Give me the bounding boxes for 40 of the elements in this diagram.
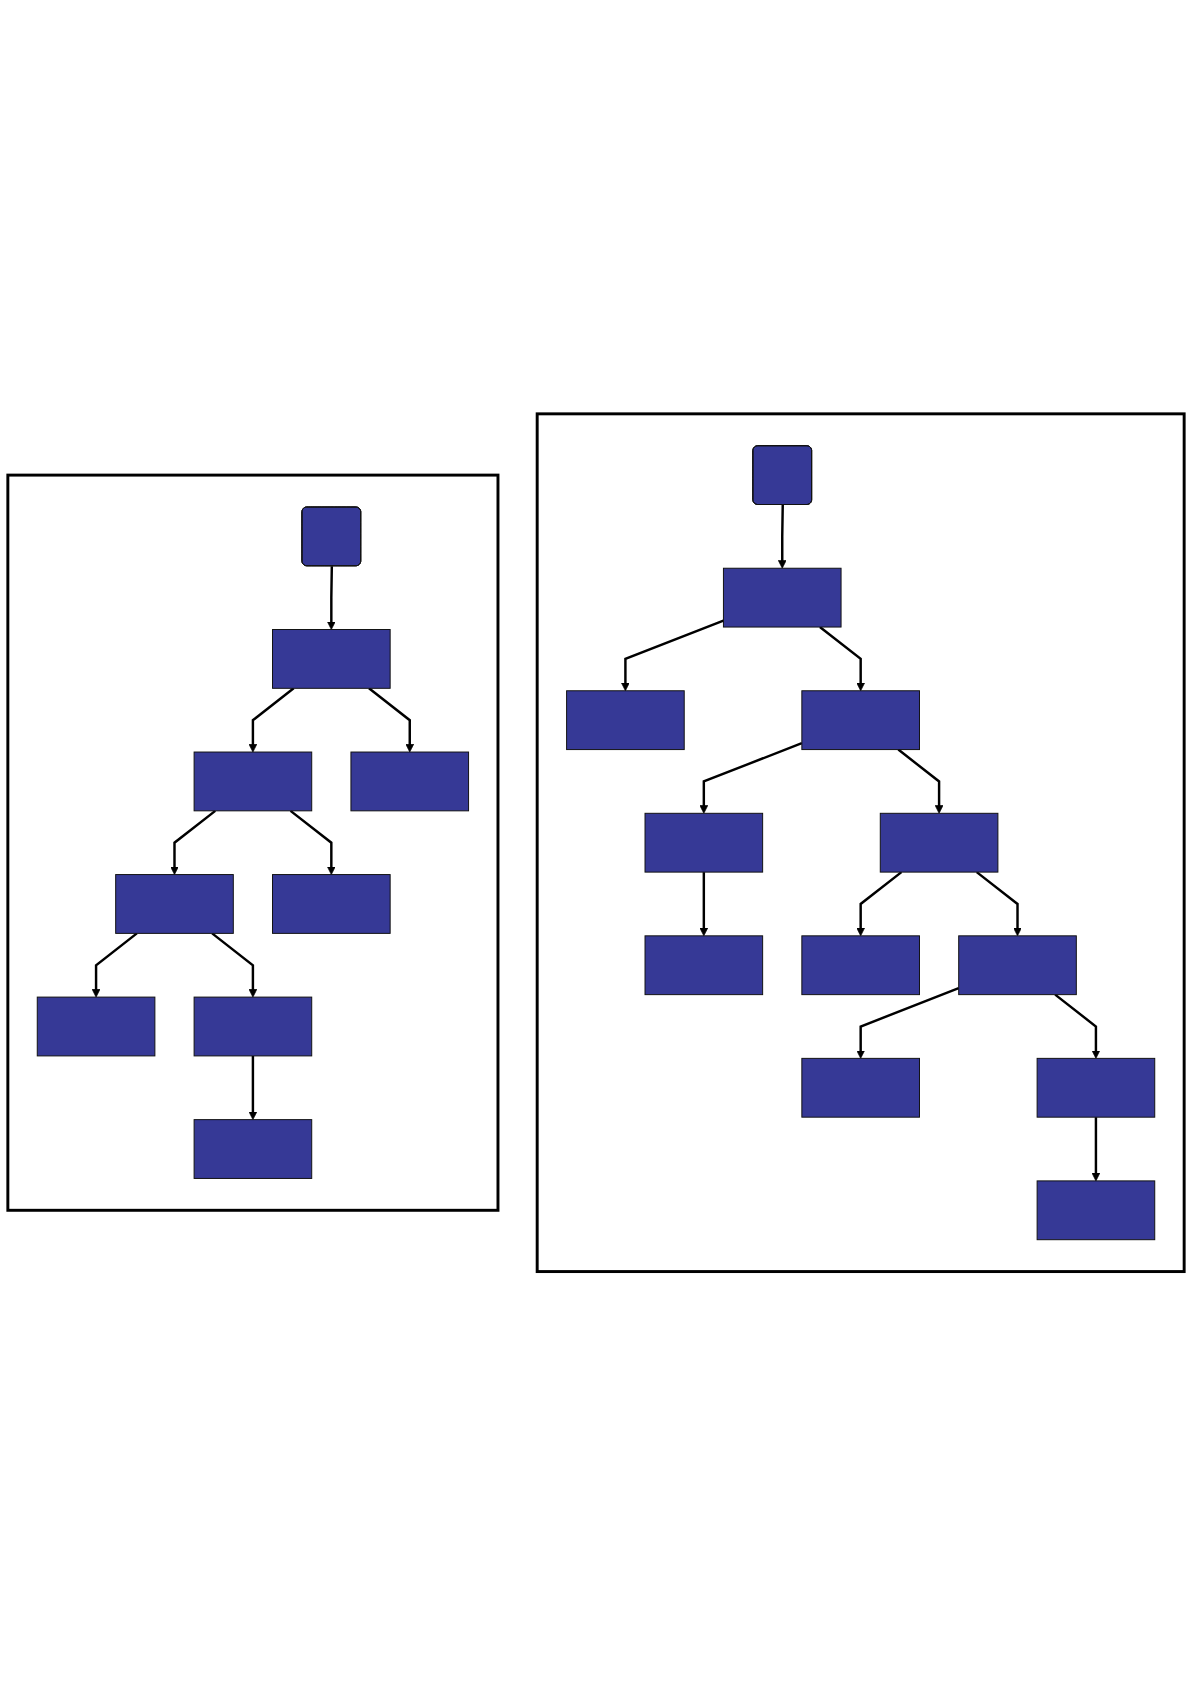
arrow — [327, 566, 336, 630]
arrow — [170, 809, 217, 875]
node-box — [272, 628, 391, 689]
cluster — [535, 412, 1186, 1273]
node-box — [644, 812, 764, 873]
node-box — [644, 935, 764, 995]
arrow — [856, 986, 960, 1059]
arrow — [368, 687, 415, 753]
arrow — [1054, 993, 1101, 1059]
arrow — [819, 625, 865, 691]
arrow — [856, 870, 903, 936]
arrow — [211, 932, 258, 998]
node-box — [801, 1057, 920, 1118]
node-box — [193, 1118, 313, 1179]
node-box — [566, 690, 685, 750]
node-box — [193, 751, 313, 812]
arrow — [248, 687, 295, 753]
node-box — [958, 935, 1077, 995]
node-box — [1036, 1057, 1156, 1118]
arrow — [1091, 1116, 1101, 1182]
arrow — [248, 1055, 258, 1120]
node-box — [801, 935, 920, 995]
node-box — [36, 996, 156, 1057]
node-box — [350, 751, 470, 812]
arrow — [975, 870, 1022, 936]
arrow — [699, 741, 803, 814]
arrow — [289, 809, 336, 875]
node-box — [1036, 1180, 1156, 1240]
node-box — [879, 812, 999, 873]
cluster — [6, 473, 500, 1212]
arrow — [621, 619, 724, 691]
node-box — [272, 873, 391, 934]
node-box — [801, 690, 920, 750]
node-box — [193, 996, 313, 1057]
arrow — [897, 748, 944, 814]
node-box — [722, 567, 842, 628]
node-box — [115, 873, 234, 934]
arrow — [91, 932, 138, 998]
arrow — [699, 871, 709, 936]
arrow — [777, 504, 787, 569]
